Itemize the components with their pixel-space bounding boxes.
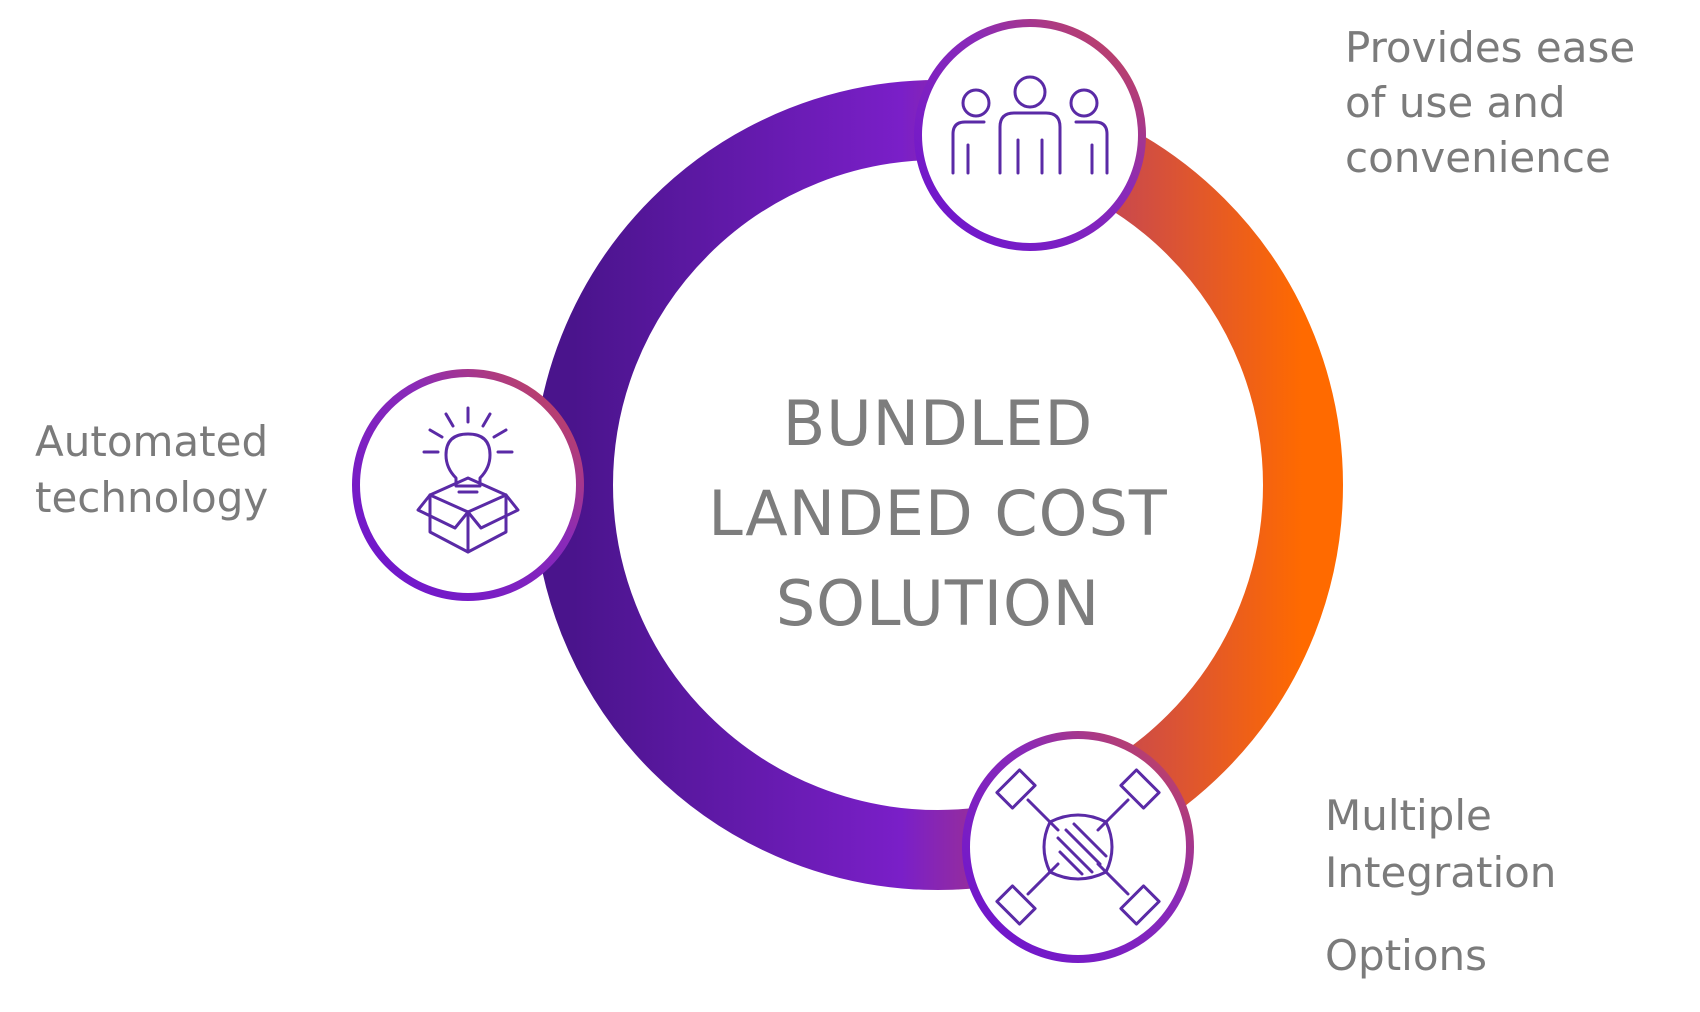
label-integration-line-2: Integration: [1325, 848, 1556, 897]
center-title: BUNDLED LANDED COST SOLUTION: [708, 387, 1168, 640]
people-group-icon: [951, 75, 1109, 175]
center-title-line-1: BUNDLED: [783, 387, 1094, 460]
label-ease-of-use: Provides ease of use and convenience: [1345, 23, 1635, 182]
center-title-line-2: LANDED COST: [708, 477, 1168, 550]
label-automated-line-2: technology: [35, 473, 268, 522]
center-title-line-3: SOLUTION: [776, 567, 1100, 640]
label-integration-line-3: Options: [1325, 931, 1487, 980]
label-ease-line-2: of use and: [1345, 78, 1566, 127]
label-integration-line-1: Multiple: [1325, 791, 1492, 840]
lightbulb-box-icon: [416, 406, 520, 554]
label-integration-options: Multiple Integration Options: [1325, 791, 1556, 980]
badge-ease-of-use: [914, 19, 1146, 251]
badge-automated-technology: [352, 369, 584, 601]
label-automated-technology: Automated technology: [35, 417, 268, 522]
label-ease-line-3: convenience: [1345, 133, 1611, 182]
badge-integration-options: [962, 731, 1194, 963]
handshake-icon: [995, 768, 1161, 926]
label-ease-line-1: Provides ease: [1345, 23, 1635, 72]
label-automated-line-1: Automated: [35, 417, 268, 466]
